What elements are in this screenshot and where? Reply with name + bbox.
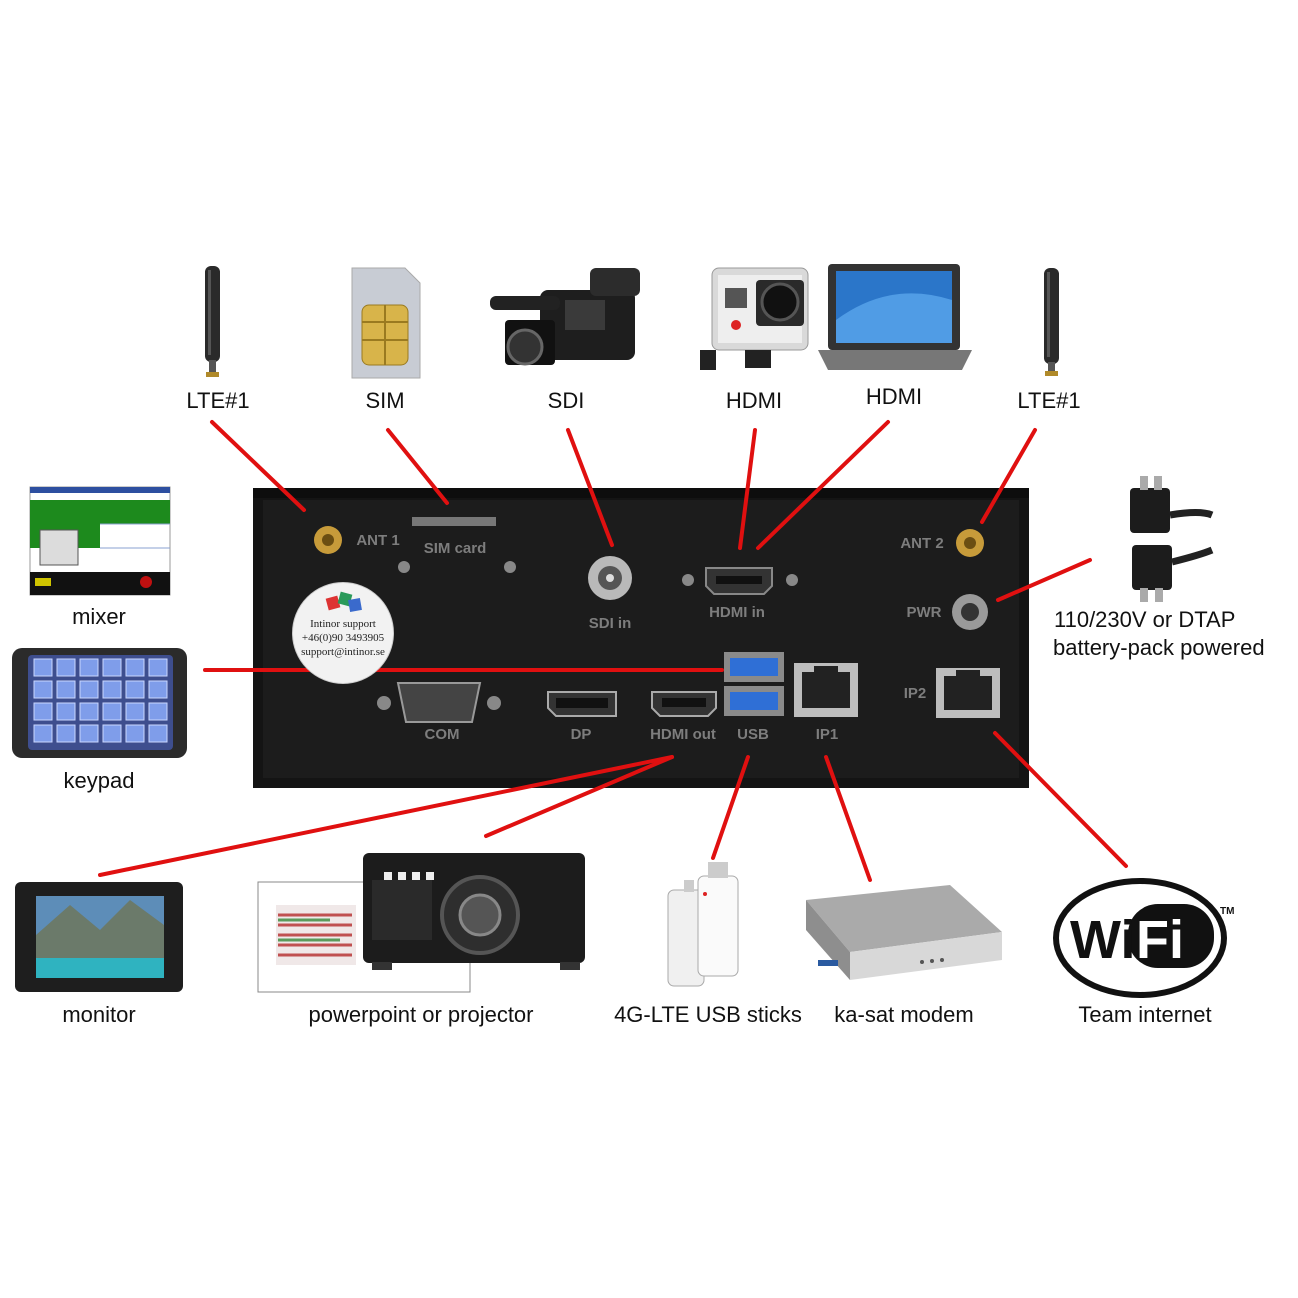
hdmi-out-connector [651, 691, 717, 717]
wifi-trademark: TM [1220, 906, 1234, 917]
keypad-icon [12, 648, 187, 758]
connector-lines [98, 420, 1128, 882]
panel-label-ip2: IP2 [903, 685, 927, 702]
panel-label-ip1: IP1 [815, 726, 839, 743]
panel-label-sdi-in: SDI in [588, 615, 632, 632]
sticker-line-3: support@intinor.se [301, 646, 385, 658]
lte-antenna-right-icon [1044, 268, 1059, 376]
lte-antenna-left-icon [205, 266, 220, 377]
line-lte1-left-to-ant1 [210, 420, 306, 512]
label-projector: powerpoint or projector [308, 1002, 534, 1027]
panel-label-hdmi-in: HDMI in [709, 604, 765, 621]
label-monitor: monitor [62, 1002, 136, 1027]
wifi-logo-icon: Wi Fi TM [1053, 878, 1234, 998]
hdmi-in-connector [682, 567, 798, 595]
sticker-line-1: Intinor support [310, 618, 376, 630]
sticker-line-2: +46(0)90 3493905 [301, 632, 385, 644]
line-hdmi-out-to-projector [484, 755, 674, 838]
label-hdmi-camera: HDMI [725, 388, 783, 413]
mixer-screen-icon [29, 486, 171, 596]
label-usb-sticks: 4G-LTE USB sticks [614, 1002, 802, 1027]
wifi-logo-right-text: Fi [1136, 910, 1184, 970]
label-lte1-left: LTE#1 [186, 388, 250, 413]
panel-label-dp: DP [570, 726, 592, 743]
line-hdmi-out-to-monitor [98, 755, 674, 877]
sim-card-slot [412, 517, 496, 526]
line-hdmi-camera-to-hdmi-in [738, 428, 757, 550]
dp-connector [547, 691, 617, 717]
panel-label-hdmi-out: HDMI out [650, 726, 716, 743]
monitor-icon [15, 882, 183, 992]
usb-sticks-icon [667, 862, 739, 987]
panel-label-usb: USB [737, 726, 769, 743]
usb-ports [724, 652, 784, 716]
line-ip1-to-modem [824, 755, 872, 882]
panel-label-sim-card: SIM card [423, 540, 487, 557]
panel-label-ant2: ANT 2 [900, 535, 944, 552]
sim-card-icon [351, 267, 421, 379]
line-sdi-to-sdi-in [566, 428, 614, 547]
line-lte1-right-to-ant2 [980, 428, 1037, 524]
ip1-ethernet-port [794, 663, 858, 717]
panel-label-com: COM [424, 726, 460, 743]
label-modem: ka-sat modem [834, 1002, 974, 1027]
label-wifi-caption: Team internet [1078, 1002, 1212, 1027]
laptop-icon [818, 264, 972, 370]
label-power-line2: battery-pack powered [1053, 635, 1265, 660]
sdi-camcorder-icon [490, 268, 640, 366]
wifi-logo-left-text: Wi [1070, 910, 1136, 970]
label-sdi: SDI [547, 388, 585, 413]
ant2-connector [956, 529, 984, 557]
dtap-connector-icon [1130, 476, 1214, 602]
line-ip2-to-wifi [993, 731, 1128, 868]
support-sticker: Intinor support +46(0)90 3493905 support… [292, 582, 394, 684]
label-keypad: keypad [63, 768, 135, 793]
panel-label-pwr: PWR [906, 604, 942, 621]
ip2-ethernet-port [936, 668, 1000, 718]
label-power-line1: 110/230V or DTAP [1054, 607, 1236, 632]
sdi-in-connector [588, 556, 632, 600]
pwr-connector [952, 594, 988, 630]
label-lte1-right: LTE#1 [1017, 388, 1081, 413]
line-power-to-pwr [996, 558, 1092, 602]
label-sim: SIM [365, 388, 405, 413]
label-mixer: mixer [72, 604, 126, 629]
projector-icon [363, 853, 585, 970]
line-usb-to-sticks [711, 755, 750, 860]
gopro-camera-icon [700, 267, 809, 370]
ant1-connector [314, 526, 342, 554]
label-hdmi-laptop: HDMI [865, 384, 923, 409]
ka-sat-modem-icon [806, 885, 1002, 980]
intinor-logo-icon [325, 591, 362, 612]
com-connector [377, 682, 501, 723]
line-sim-to-slot [386, 428, 449, 505]
line-hdmi-laptop-to-hdmi-in [756, 420, 890, 550]
panel-label-ant1: ANT 1 [356, 532, 400, 549]
